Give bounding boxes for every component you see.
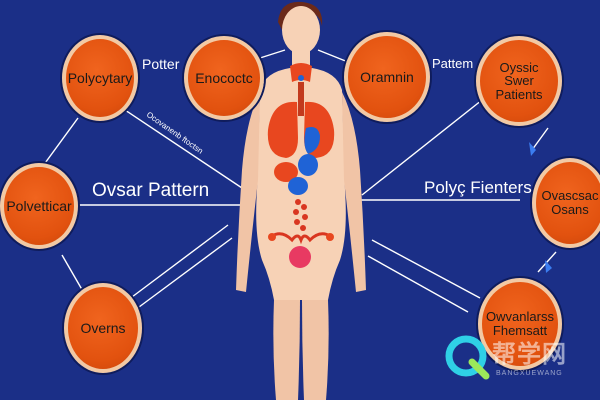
node-ovarian-bottom-right: Owvanlarss Fhemsatt bbox=[478, 278, 562, 370]
arrow-tip bbox=[545, 260, 552, 273]
connector-line bbox=[371, 239, 481, 299]
connector-line bbox=[367, 255, 469, 313]
left-ovary bbox=[268, 233, 276, 241]
watermark-text: 帮学网 bbox=[492, 340, 567, 368]
label-pattern-top-right: Pattem bbox=[432, 56, 474, 71]
connector-line bbox=[39, 117, 79, 171]
node-ovaries: Overns bbox=[64, 283, 142, 373]
head bbox=[282, 6, 320, 54]
node-ovarian: Oramnin bbox=[344, 32, 430, 122]
node-polycystic: Polycytary bbox=[62, 35, 138, 121]
watermark-q-icon bbox=[445, 335, 490, 380]
left-leg bbox=[273, 300, 300, 400]
label-potter: Potter bbox=[142, 56, 180, 72]
body-illustration bbox=[236, 1, 366, 400]
node-label: Owvanlarss Fhemsatt bbox=[486, 309, 554, 338]
hair bbox=[278, 1, 323, 30]
liver bbox=[274, 162, 298, 182]
node-label: Polycytary bbox=[67, 69, 133, 86]
right-ovary bbox=[326, 233, 334, 241]
node-polycystic-left: Polvetticar bbox=[0, 163, 78, 249]
node-label: Oyssic Swer Patients bbox=[495, 59, 543, 102]
thyroid-organ bbox=[290, 63, 312, 82]
watermark-logo: 帮学网 BANGXUEWANG bbox=[440, 330, 600, 400]
label-ovsar-pattern: Ovsar Pattern bbox=[92, 180, 210, 201]
node-ovarian-right: Ovascsac Osans bbox=[532, 158, 600, 248]
connector-line bbox=[537, 251, 557, 273]
label-polyc-fienters: Polyç Fienters bbox=[424, 178, 532, 197]
intestines bbox=[293, 199, 308, 231]
node-label: Enococtc bbox=[195, 69, 253, 86]
node-label: Overns bbox=[80, 319, 126, 336]
connector-line bbox=[531, 127, 549, 151]
connector-line bbox=[361, 99, 483, 196]
connector-line bbox=[124, 109, 246, 191]
fallopian-tubes bbox=[271, 232, 331, 245]
left-arm bbox=[236, 92, 260, 292]
node-label: Polvetticar bbox=[6, 197, 72, 214]
connector-line bbox=[134, 237, 233, 311]
uterus bbox=[289, 246, 311, 268]
right-arm bbox=[342, 92, 366, 292]
spleen bbox=[288, 177, 308, 195]
thyroid-dot bbox=[298, 75, 304, 81]
connector-line bbox=[127, 224, 229, 301]
heart bbox=[304, 127, 320, 154]
left-lung bbox=[267, 101, 298, 158]
stomach bbox=[298, 154, 318, 176]
node-label: Oramnin bbox=[360, 68, 414, 85]
trachea bbox=[298, 82, 304, 116]
right-leg bbox=[302, 300, 329, 400]
human-body-figure bbox=[220, 0, 380, 400]
arrow-tip bbox=[529, 142, 536, 156]
connector-line bbox=[259, 49, 286, 59]
node-label: Ovascsac Osans bbox=[541, 188, 599, 217]
connector-line bbox=[317, 49, 349, 63]
node-endocrine: Enococtc bbox=[184, 36, 264, 120]
node-cystic-patients: Oyssic Swer Patients bbox=[476, 36, 562, 126]
watermark-subtext: BANGXUEWANG bbox=[496, 370, 563, 377]
